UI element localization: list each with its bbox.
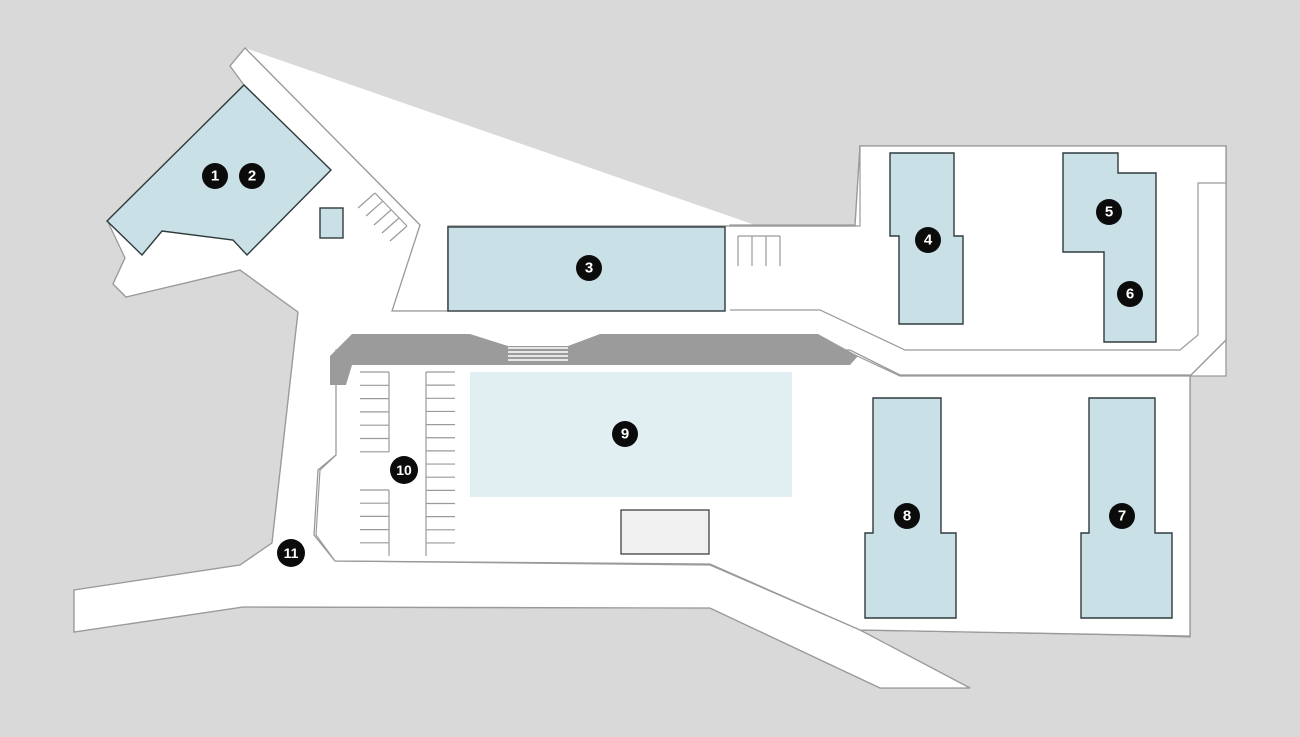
marker-2-label: 2 [248,168,256,185]
marker-1-label: 1 [211,168,219,185]
upper-walk-edge [730,182,1226,351]
marker-9-label: 9 [621,426,629,443]
marker-7[interactable]: 7 [1109,503,1135,529]
marker-3-label: 3 [585,260,593,277]
equipment-pad [620,509,710,555]
marker-10-label: 10 [396,462,412,478]
marker-10[interactable]: 10 [390,456,418,484]
deck-stairs [508,347,568,361]
plaza-west-edge [315,454,861,631]
marker-3[interactable]: 3 [576,255,602,281]
marker-2[interactable]: 2 [239,163,265,189]
courtyard-edge [730,146,861,227]
marker-8-label: 8 [903,508,911,525]
marker-1[interactable]: 1 [202,163,228,189]
small-building[interactable] [319,207,344,239]
marker-9[interactable]: 9 [612,421,638,447]
marker-4-label: 4 [924,232,933,249]
marker-6[interactable]: 6 [1117,281,1143,307]
marker-11-label: 11 [284,545,299,561]
marker-8[interactable]: 8 [894,503,920,529]
marker-5[interactable]: 5 [1096,199,1122,225]
marker-11[interactable]: 11 [277,539,305,567]
parking-small [357,192,408,242]
parking-east-of-3 [737,235,781,266]
parking-lot-10 [360,371,455,556]
marker-4[interactable]: 4 [915,227,941,253]
pool-deck [330,334,858,385]
marker-5-label: 5 [1105,204,1113,221]
lower-walk-edge [854,339,1227,377]
path-outlines [315,146,1227,631]
marker-6-label: 6 [1126,286,1134,303]
marker-7-label: 7 [1118,508,1126,525]
